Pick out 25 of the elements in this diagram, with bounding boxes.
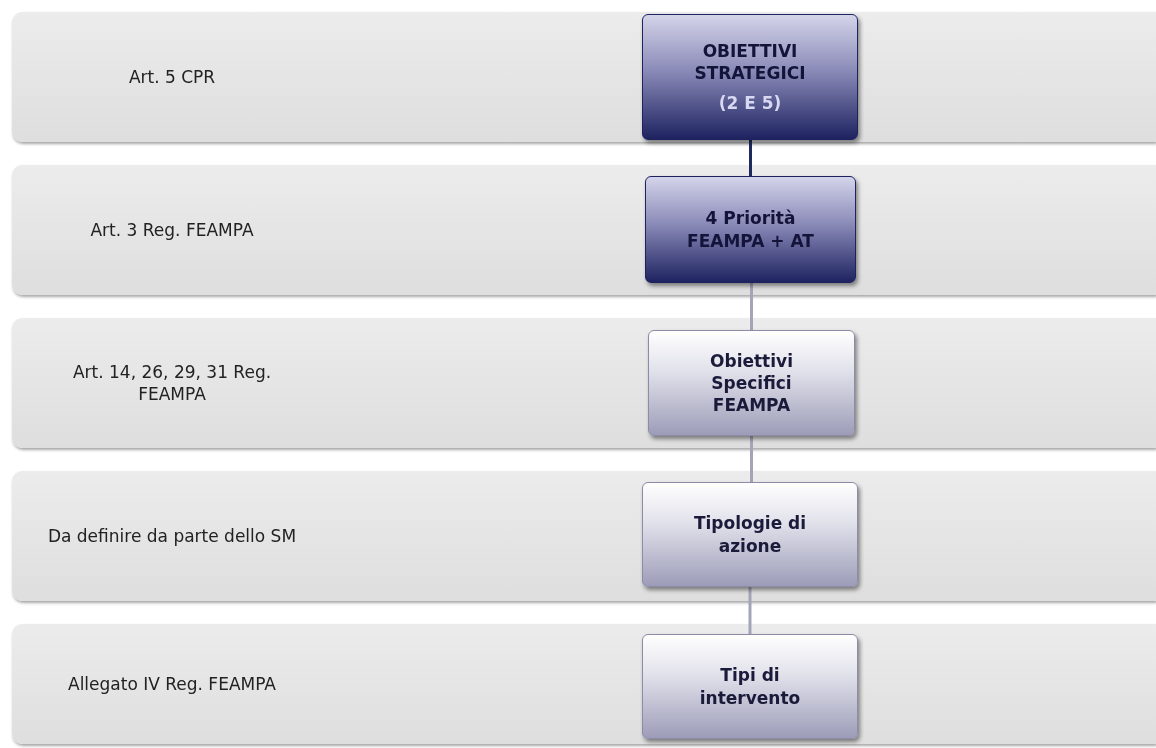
band-label: Art. 3 Reg. FEAMPA bbox=[89, 218, 255, 242]
level-box bbox=[648, 330, 855, 436]
box-label: Obiettivi Specifici FEAMPA bbox=[709, 349, 794, 417]
connector-line bbox=[750, 436, 753, 482]
box-label: Tipologie di azione bbox=[692, 512, 808, 557]
box-label: 4 Priorità FEAMPA + AT bbox=[686, 207, 815, 252]
band-label: Da definire da parte dello SM bbox=[46, 524, 298, 548]
connector-line bbox=[749, 140, 752, 176]
level-band bbox=[12, 624, 1156, 744]
level-band bbox=[12, 318, 1156, 448]
connector-line bbox=[748, 587, 752, 634]
box-label: Tipi di intervento bbox=[698, 664, 802, 709]
connector-line bbox=[750, 283, 753, 330]
box-label: (2 E 5) bbox=[718, 92, 782, 115]
level-band bbox=[12, 165, 1156, 295]
level-box bbox=[645, 176, 856, 283]
band-label: Allegato IV Reg. FEAMPA bbox=[67, 672, 277, 696]
level-box bbox=[642, 14, 858, 140]
level-band bbox=[12, 471, 1156, 601]
band-label: Art. 14, 26, 29, 31 Reg. FEAMPA bbox=[71, 360, 273, 406]
box-label: OBIETTIVI STRATEGICI bbox=[693, 39, 807, 85]
band-label: Art. 5 CPR bbox=[127, 65, 217, 89]
level-box bbox=[642, 482, 858, 587]
level-box bbox=[642, 634, 858, 739]
level-band bbox=[12, 12, 1156, 142]
